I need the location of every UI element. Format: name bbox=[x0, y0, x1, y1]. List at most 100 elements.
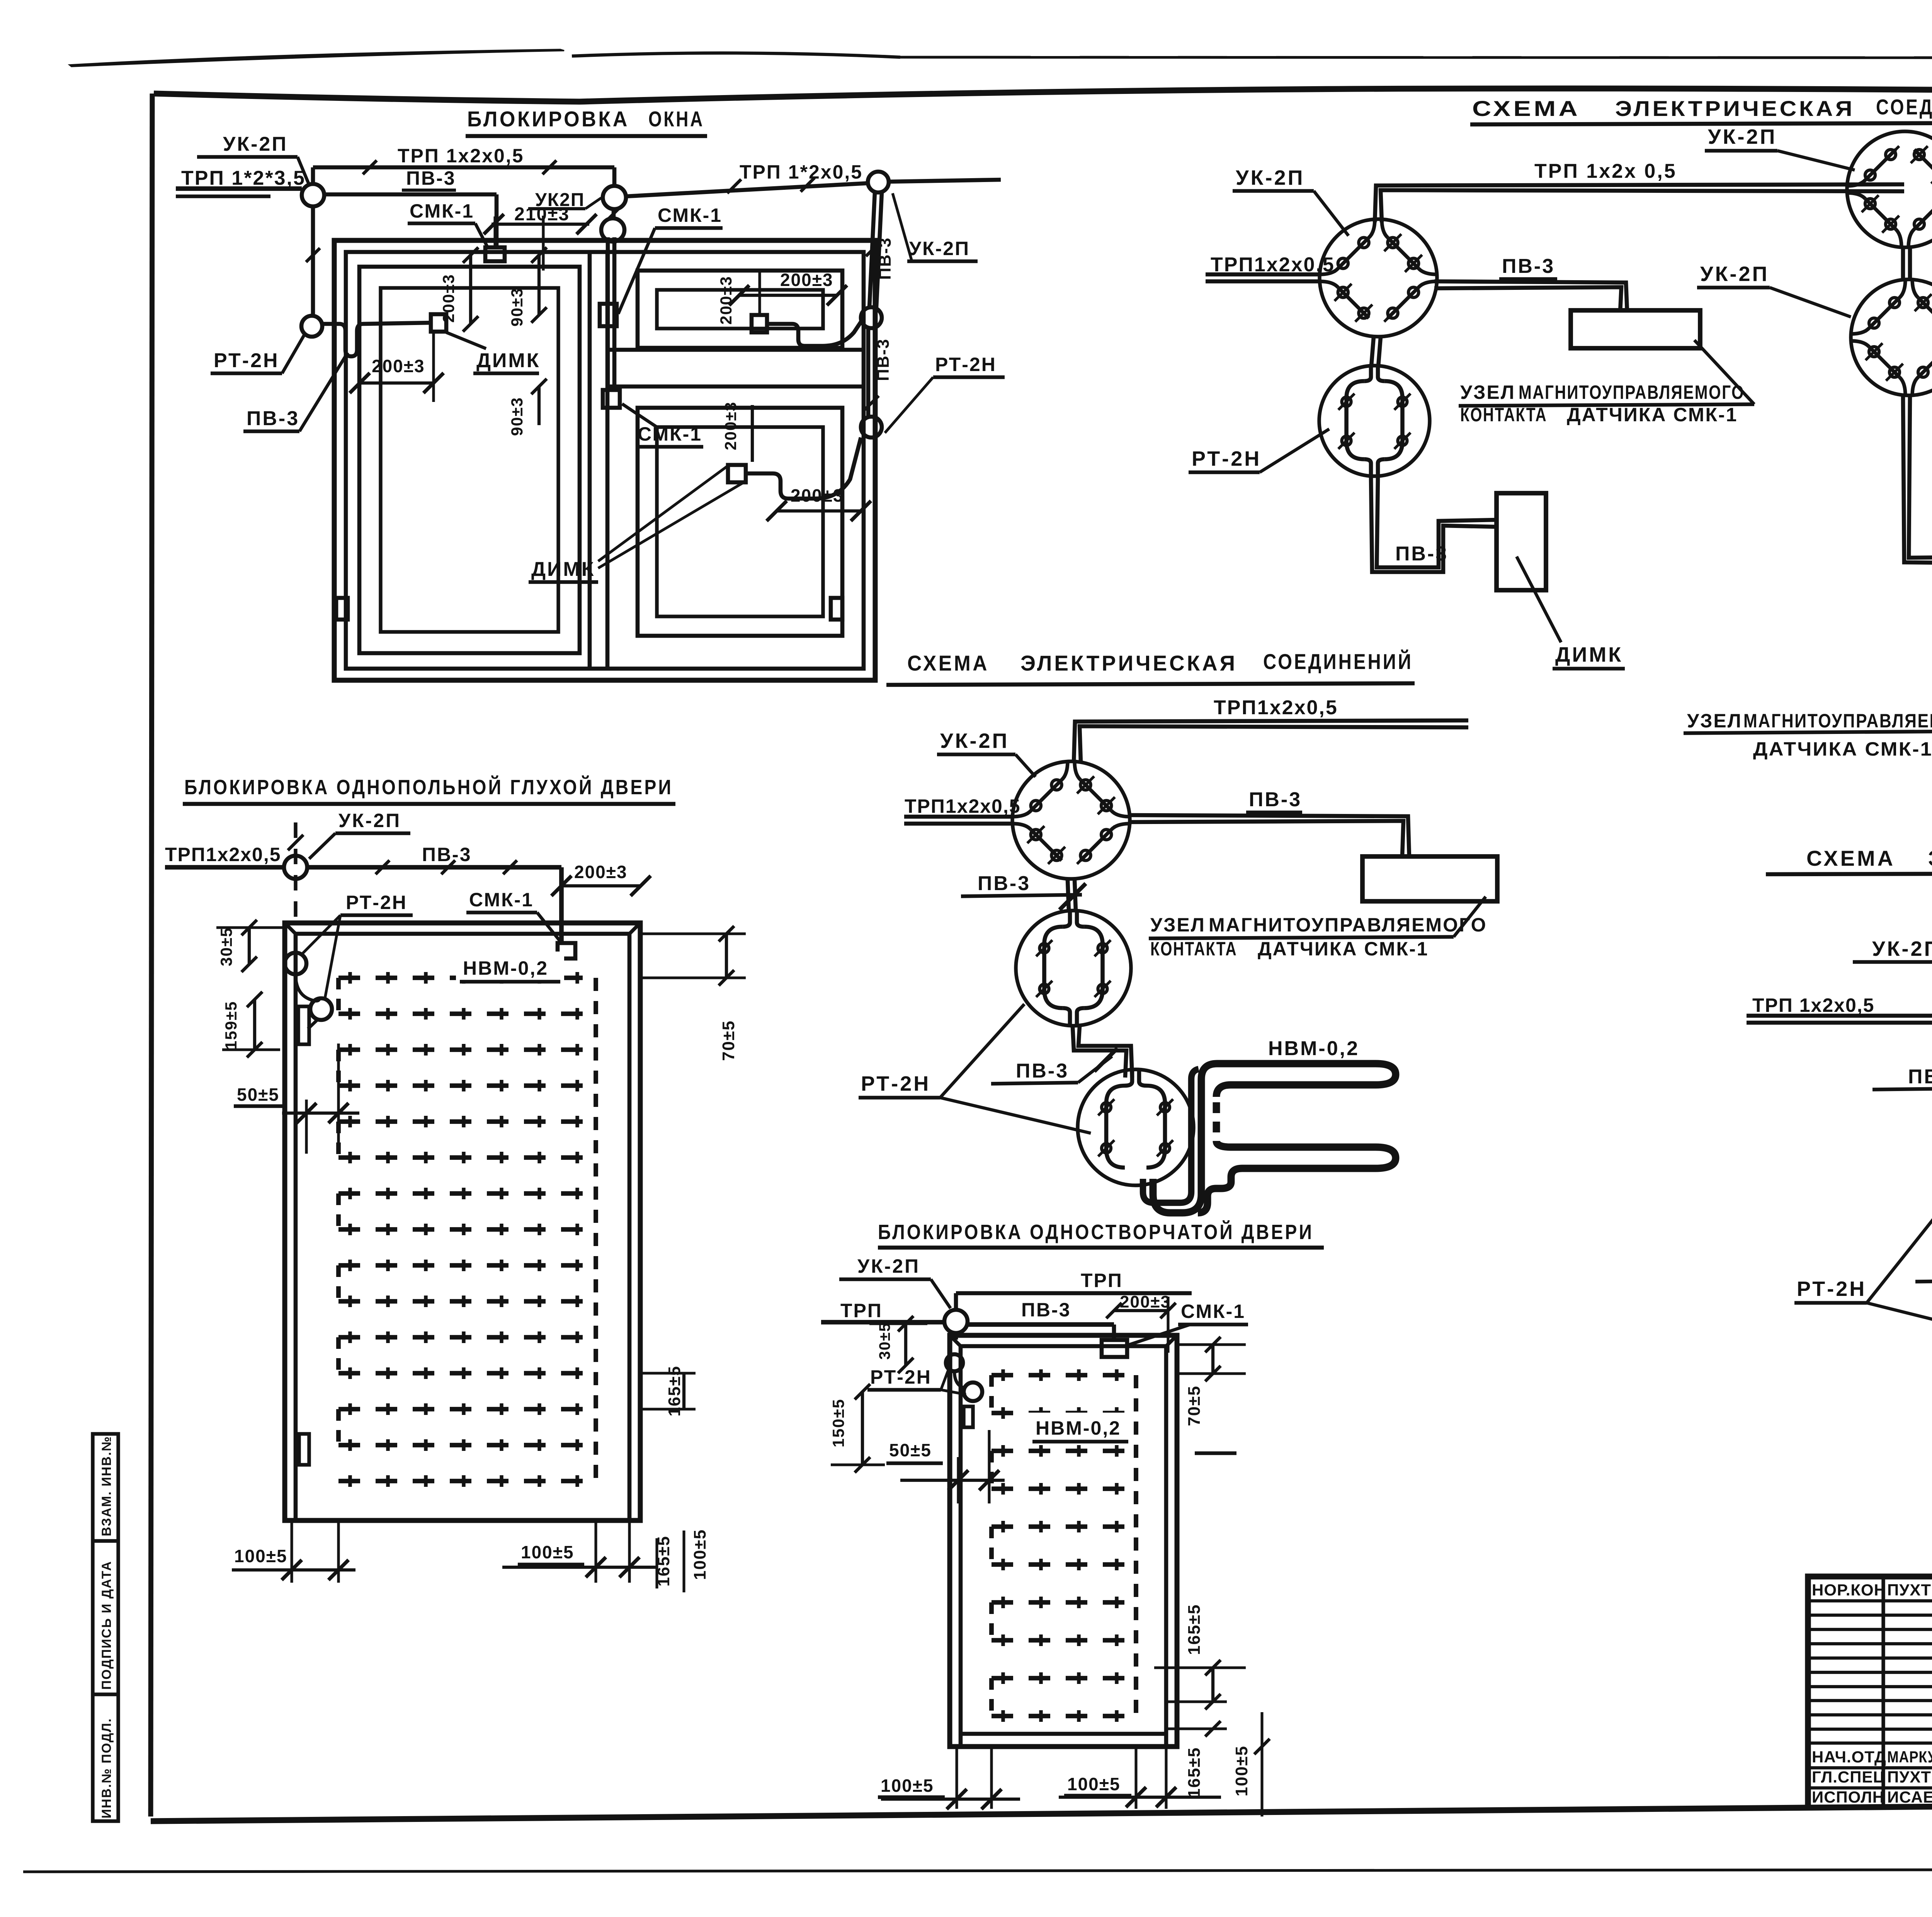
svg-text:ИСАЕВА: ИСАЕВА bbox=[1887, 1788, 1932, 1806]
svg-text:НВМ-0,2: НВМ-0,2 bbox=[1036, 1417, 1121, 1439]
svg-text:ТРП 1х2х0,5: ТРП 1х2х0,5 bbox=[1752, 994, 1874, 1016]
svg-text:200±3: 200±3 bbox=[372, 356, 425, 376]
svg-text:ПУХТЕЛЬ: ПУХТЕЛЬ bbox=[1887, 1581, 1932, 1599]
svg-text:100±5: 100±5 bbox=[234, 1546, 287, 1566]
svg-text:ИСПОЛН: ИСПОЛН bbox=[1812, 1788, 1884, 1806]
svg-text:СОЕДИНЕНИЙ: СОЕДИНЕНИЙ bbox=[1876, 95, 1932, 119]
svg-text:СХЕМА: СХЕМА bbox=[1806, 846, 1895, 870]
svg-text:УК-2П: УК-2П bbox=[1708, 125, 1777, 148]
svg-text:ПВ-3: ПВ-3 bbox=[1249, 788, 1302, 811]
svg-text:ОКНА: ОКНА bbox=[648, 107, 704, 131]
svg-text:СХЕМА: СХЕМА bbox=[1472, 96, 1580, 121]
svg-text:УК-2П: УК-2П bbox=[338, 810, 401, 831]
svg-text:УЗЕЛ: УЗЕЛ bbox=[1460, 381, 1515, 403]
svg-text:150±5: 150±5 bbox=[829, 1399, 847, 1447]
svg-text:200±3: 200±3 bbox=[1120, 1292, 1171, 1311]
svg-text:ТРП: ТРП bbox=[840, 1300, 883, 1321]
svg-text:ДАТЧИКА СМК-1: ДАТЧИКА СМК-1 bbox=[1753, 738, 1932, 760]
svg-text:ПВ-3: ПВ-3 bbox=[406, 167, 456, 189]
svg-text:ЭЛЕКТРИЧЕСКАЯ: ЭЛЕКТРИЧЕСКАЯ bbox=[1615, 96, 1855, 121]
svg-text:90±3: 90±3 bbox=[508, 397, 526, 436]
svg-text:СМК-1: СМК-1 bbox=[638, 423, 702, 445]
svg-text:200±3: 200±3 bbox=[721, 402, 740, 450]
svg-text:ДАТЧИКА СМК-1: ДАТЧИКА СМК-1 bbox=[1258, 938, 1429, 960]
svg-text:НАЧ.ОТД: НАЧ.ОТД bbox=[1812, 1748, 1886, 1766]
svg-text:РТ-2Н: РТ-2Н bbox=[1192, 447, 1261, 470]
svg-text:УК-2П: УК-2П bbox=[1872, 937, 1932, 960]
svg-text:УК-2П: УК-2П bbox=[940, 729, 1009, 752]
svg-text:ТРП 1*2х0,5: ТРП 1*2х0,5 bbox=[740, 161, 863, 183]
svg-text:СХЕМА: СХЕМА bbox=[907, 651, 989, 675]
svg-text:90±3: 90±3 bbox=[508, 288, 526, 327]
svg-text:ТРП 1*2*3,5: ТРП 1*2*3,5 bbox=[181, 167, 306, 189]
svg-text:ТРП: ТРП bbox=[1081, 1270, 1123, 1291]
svg-text:НВМ-0,2: НВМ-0,2 bbox=[1268, 1037, 1359, 1060]
svg-text:УК-2П: УК-2П bbox=[909, 238, 970, 259]
svg-text:НВМ-0,2: НВМ-0,2 bbox=[463, 957, 548, 979]
svg-text:50±5: 50±5 bbox=[237, 1084, 279, 1105]
svg-text:ПВ-3: ПВ-3 bbox=[422, 844, 472, 865]
svg-text:ТРП1х2х0,5: ТРП1х2х0,5 bbox=[1214, 696, 1338, 719]
svg-text:ТРП1х2х0,5: ТРП1х2х0,5 bbox=[1211, 254, 1335, 276]
svg-text:СМК-1: СМК-1 bbox=[658, 204, 722, 226]
svg-text:РТ-2Н: РТ-2Н bbox=[214, 349, 279, 372]
svg-text:100±5: 100±5 bbox=[521, 1542, 574, 1562]
svg-text:ПВ-3: ПВ-3 bbox=[874, 338, 893, 381]
svg-text:ТРП1х2х0,5: ТРП1х2х0,5 bbox=[165, 844, 281, 865]
svg-text:МАГНИТОУПРАВЛЯЕМОГО: МАГНИТОУПРАВЛЯЕМОГО bbox=[1519, 381, 1745, 403]
svg-text:100±5: 100±5 bbox=[1232, 1745, 1251, 1796]
svg-text:ПВ-3: ПВ-3 bbox=[1395, 543, 1448, 565]
svg-text:200±3: 200±3 bbox=[791, 485, 844, 506]
svg-text:СМК-1: СМК-1 bbox=[410, 200, 474, 222]
svg-text:100±5: 100±5 bbox=[690, 1529, 709, 1580]
svg-text:МАГНИТОУПРАВЛЯЕМОГО: МАГНИТОУПРАВЛЯЕМОГО bbox=[1209, 914, 1487, 936]
svg-text:ДАТЧИКА СМК-1: ДАТЧИКА СМК-1 bbox=[1567, 404, 1738, 426]
svg-text:МАГНИТОУПРАВЛЯЕМОГО КОНТАКТА: МАГНИТОУПРАВЛЯЕМОГО КОНТАКТА bbox=[1743, 710, 1932, 732]
svg-text:ДИМК: ДИМК bbox=[531, 558, 595, 581]
svg-text:ЭЛЕКТРИЧЕСКАЯ: ЭЛЕКТРИЧЕСКАЯ bbox=[1928, 846, 1932, 870]
svg-text:ПВ-3: ПВ-3 bbox=[247, 407, 299, 430]
svg-text:БЛОКИРОВКА ОДНОСТВОРЧАТОЙ ДВЕР: БЛОКИРОВКА ОДНОСТВОРЧАТОЙ ДВЕРИ bbox=[878, 1220, 1314, 1244]
svg-text:РТ-2Н: РТ-2Н bbox=[346, 892, 407, 913]
svg-text:СМК-1: СМК-1 bbox=[469, 889, 534, 911]
svg-text:50±5: 50±5 bbox=[889, 1440, 932, 1460]
svg-text:100±5: 100±5 bbox=[1067, 1774, 1121, 1794]
svg-text:МАРКУЦКИЙ: МАРКУЦКИЙ bbox=[1887, 1747, 1932, 1766]
svg-text:ДИМК: ДИМК bbox=[1555, 643, 1623, 666]
svg-text:159±5: 159±5 bbox=[222, 1001, 240, 1050]
svg-text:200±3: 200±3 bbox=[574, 862, 628, 882]
svg-text:200±3: 200±3 bbox=[780, 270, 833, 290]
svg-text:ПВ-3: ПВ-3 bbox=[1908, 1066, 1932, 1088]
svg-text:ИНВ.№ ПОДЛ.: ИНВ.№ ПОДЛ. bbox=[99, 1718, 114, 1818]
svg-text:ТРП 1х2х 0,5: ТРП 1х2х 0,5 bbox=[1534, 160, 1677, 182]
svg-text:70±5: 70±5 bbox=[1185, 1385, 1204, 1426]
svg-text:30±5: 30±5 bbox=[876, 1322, 893, 1360]
svg-text:УК-2П: УК-2П bbox=[857, 1255, 920, 1277]
svg-text:70±5: 70±5 bbox=[719, 1020, 738, 1061]
svg-text:ДИМК: ДИМК bbox=[476, 349, 540, 372]
svg-text:БЛОКИРОВКА ОДНОПОЛЬНОЙ ГЛУХОЙ: БЛОКИРОВКА ОДНОПОЛЬНОЙ ГЛУХОЙ ДВЕРИ bbox=[184, 775, 673, 799]
svg-text:СМК-1: СМК-1 bbox=[1181, 1301, 1245, 1322]
svg-text:ВЗАМ. ИНВ.№: ВЗАМ. ИНВ.№ bbox=[99, 1436, 114, 1536]
svg-text:РТ-2Н: РТ-2Н bbox=[1797, 1277, 1866, 1301]
svg-text:КОНТАКТА: КОНТАКТА bbox=[1150, 938, 1237, 960]
svg-text:РТ-2Н: РТ-2Н bbox=[935, 354, 997, 375]
svg-text:ТРП 1х2х0,5: ТРП 1х2х0,5 bbox=[398, 145, 524, 167]
svg-text:ПОДПИСЬ И ДАТА: ПОДПИСЬ И ДАТА bbox=[99, 1561, 114, 1690]
svg-text:СОЕДИНЕНИЙ: СОЕДИНЕНИЙ bbox=[1263, 649, 1413, 674]
svg-text:ЭЛЕКТРИЧЕСКАЯ: ЭЛЕКТРИЧЕСКАЯ bbox=[1020, 651, 1237, 675]
svg-text:100±5: 100±5 bbox=[881, 1776, 934, 1796]
svg-text:165±5: 165±5 bbox=[1185, 1747, 1204, 1798]
svg-text:ТРП1х2х0,5: ТРП1х2х0,5 bbox=[905, 795, 1021, 817]
svg-text:ПВ-3: ПВ-3 bbox=[978, 872, 1031, 895]
svg-text:БЛОКИРОВКА: БЛОКИРОВКА bbox=[467, 107, 629, 131]
svg-text:ПУХТЕЛЬ: ПУХТЕЛЬ bbox=[1887, 1768, 1932, 1786]
svg-text:УК2П: УК2П bbox=[535, 190, 585, 210]
svg-text:ПВ-3: ПВ-3 bbox=[1502, 255, 1555, 278]
svg-text:НОР.КОН: НОР.КОН bbox=[1812, 1581, 1886, 1599]
svg-text:УЗЕЛ: УЗЕЛ bbox=[1687, 710, 1742, 732]
svg-text:30±5: 30±5 bbox=[217, 927, 235, 966]
svg-text:ПВ-3: ПВ-3 bbox=[1016, 1060, 1069, 1082]
svg-text:165±5: 165±5 bbox=[665, 1365, 684, 1416]
svg-text:УЗЕЛ: УЗЕЛ bbox=[1150, 914, 1206, 936]
